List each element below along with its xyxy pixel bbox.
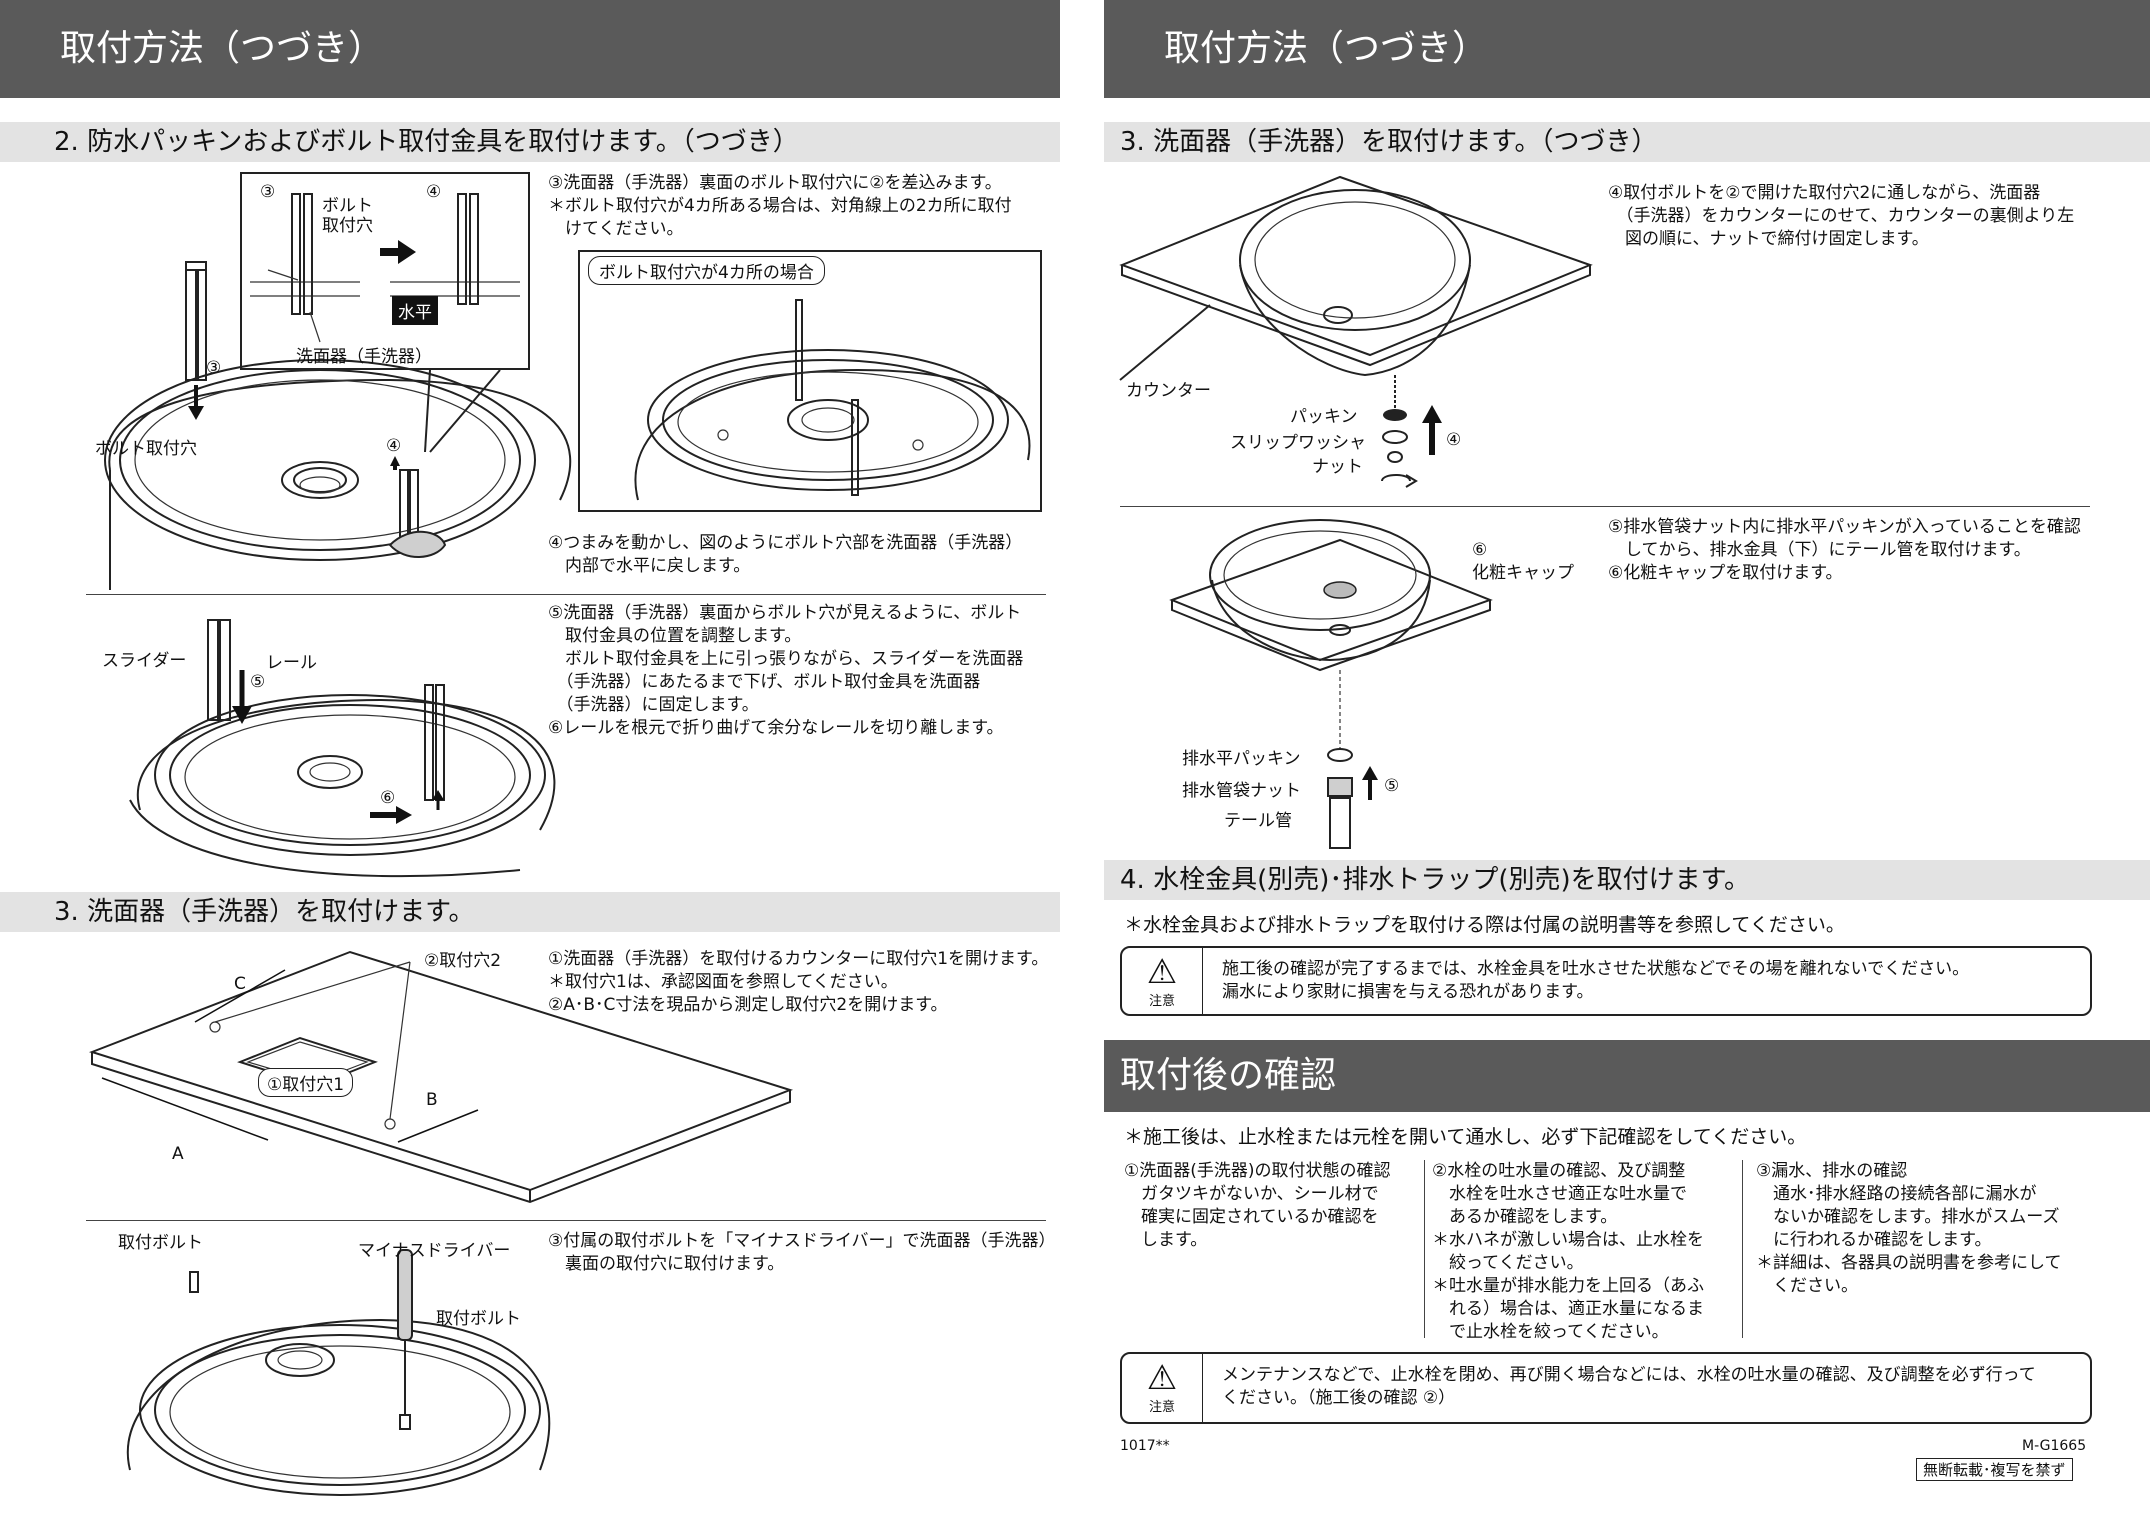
caution-box-1: ⚠ 注意 施工後の確認が完了するまでは、水栓金具を吐水させた状態などでその場を離れ… bbox=[1120, 946, 2092, 1016]
column-divider bbox=[1742, 1160, 1743, 1338]
slider-rail-illustration bbox=[129, 619, 556, 878]
check-banner: 取付後の確認 bbox=[1104, 1040, 2150, 1112]
bolt-detail-illustration bbox=[250, 193, 520, 453]
check-note: ＊施工後は、止水栓または元栓を開いて通水し、必ず下記確認をしてください。 bbox=[1124, 1126, 1807, 1148]
sec3-step12-text: ①洗面器（手洗器）を取付けるカウンターに取付穴1を開けます。 ＊取付穴1は、承認… bbox=[548, 949, 1049, 1015]
caution-box-2: ⚠ 注意 メンテナンスなどで、止水栓を閉め、再び開く場合などには、水栓の吐水量の確… bbox=[1120, 1352, 2092, 1424]
bolt-fitting-illustration bbox=[104, 261, 572, 590]
step4-text: ④取付ボルトを②で開けた取付穴2に通しながら、洗面器 （手洗器）をカウンターにの… bbox=[1608, 183, 2075, 249]
label-screwdriver: マイナスドライバー bbox=[358, 1241, 511, 1261]
warning-icon: ⚠ bbox=[1146, 1358, 1178, 1398]
right-page-title: 取付方法（つづき） bbox=[1104, 0, 2150, 98]
label-bolt-b: 取付ボルト bbox=[436, 1309, 521, 1329]
label-nut: ナット bbox=[1312, 457, 1363, 477]
caution-label: 注意 bbox=[1148, 1400, 1175, 1415]
check-col3: ③漏水、排水の確認 通水･排水経路の接続各部に漏水が ないか確認をします。排水が… bbox=[1756, 1161, 2062, 1296]
inset-4-holes bbox=[578, 250, 1042, 512]
warning-icon: ⚠ bbox=[1146, 952, 1178, 992]
bolt-detail-callout bbox=[240, 172, 530, 370]
left-section3-title: 3. 洗面器（手洗器）を取付けます。 bbox=[0, 892, 1060, 932]
label-num3a: ③ bbox=[260, 182, 276, 202]
label-num4: ④ bbox=[1446, 430, 1462, 450]
label-num4b: ④ bbox=[386, 436, 402, 456]
sec2-step4-text: ④つまみを動かし、図のようにボルト穴部を洗面器（手洗器） 内部で水平に戻します。 bbox=[548, 533, 1023, 576]
label-tail-pipe: テール管 bbox=[1224, 811, 1292, 831]
check-col2: ②水栓の吐水量の確認、及び調整 水栓を吐水させ適正な吐水量で あるか確認をします… bbox=[1432, 1161, 1704, 1342]
label-hole1: ①取付穴1 bbox=[258, 1068, 354, 1097]
inset-title: ボルト取付穴が4カ所の場合 bbox=[588, 256, 825, 285]
label-rail: レール bbox=[266, 653, 317, 673]
label-drain-nut: 排水管袋ナット bbox=[1182, 781, 1301, 801]
label-cap: 化粧キャップ bbox=[1472, 563, 1574, 583]
sec2-step56-text: ⑤洗面器（手洗器）裏面からボルト穴が見えるように、ボルト 取付金具の位置を調整し… bbox=[548, 603, 1024, 738]
label-slip-washer: スリップワッシャ bbox=[1230, 433, 1366, 453]
counter-holes-illustration bbox=[88, 950, 794, 1204]
label-num5: ⑤ bbox=[250, 672, 266, 692]
footer-code: M-G1665 bbox=[2022, 1438, 2087, 1454]
column-divider bbox=[1424, 1160, 1425, 1338]
screwdriver-bolt-illustration bbox=[127, 1249, 551, 1496]
caution-label: 注意 bbox=[1148, 994, 1175, 1009]
label-packing: パッキン bbox=[1290, 407, 1358, 427]
label-num6: ⑥ bbox=[380, 788, 396, 808]
divider bbox=[86, 594, 1046, 595]
divider bbox=[86, 1220, 1046, 1221]
step56-text: ⑤排水管袋ナット内に排水平パッキンが入っていることを確認 してから、排水金具（下… bbox=[1608, 517, 2081, 583]
section4-title: 4. 水栓金具(別売)･排水トラップ(別売)を取付けます。 bbox=[1104, 860, 2150, 900]
label-horizontal: 水平 bbox=[392, 296, 438, 325]
check-col1: ①洗面器(手洗器)の取付状態の確認 ガタツキがないか、シール材で 確実に固定され… bbox=[1124, 1161, 1391, 1250]
label-c: C bbox=[234, 974, 246, 994]
label-hole2: ②取付穴2 bbox=[424, 951, 502, 971]
sec3-step3-text: ③付属の取付ボルトを「マイナスドライバー」で洗面器（手洗器） 裏面の取付穴に取付… bbox=[548, 1231, 1056, 1274]
left-page-title: 取付方法（つづき） bbox=[0, 0, 1060, 98]
divider bbox=[1120, 506, 2090, 507]
label-a: A bbox=[172, 1144, 184, 1164]
sec2-step3-text: ③洗面器（手洗器）裏面のボルト取付穴に②を差込みます。 ＊ボルト取付穴が4カ所あ… bbox=[548, 173, 1012, 239]
label-counter: カウンター bbox=[1126, 381, 1211, 401]
label-num5: ⑤ bbox=[1384, 776, 1400, 796]
inset-basin-illustration bbox=[634, 299, 1031, 501]
label-num3b: ③ bbox=[206, 358, 222, 378]
label-num6: ⑥ bbox=[1472, 540, 1488, 560]
basin-drain-illustration bbox=[1169, 519, 1493, 849]
left-section2-title: 2. 防水パッキンおよびボルト取付金具を取付けます。（つづき） bbox=[0, 122, 1060, 162]
caution-text-1: 施工後の確認が完了するまでは、水栓金具を吐水させた状態などでその場を離れないでく… bbox=[1222, 959, 1970, 1002]
label-drain-packing: 排水平パッキン bbox=[1182, 749, 1301, 769]
basin-counter-nut-illustration bbox=[1119, 175, 1593, 488]
caution-text-2: メンテナンスなどで、止水栓を閉め、再び開く場合などには、水栓の吐水量の確認、及び… bbox=[1222, 1365, 2036, 1408]
label-bolt-a: 取付ボルト bbox=[118, 1233, 203, 1253]
label-bolt-hole-callout: ボルト 取付穴 bbox=[322, 196, 373, 236]
label-b: B bbox=[426, 1090, 438, 1110]
label-num4a: ④ bbox=[426, 182, 442, 202]
label-bolt-hole: ボルト取付穴 bbox=[95, 439, 197, 459]
label-slider: スライダー bbox=[102, 651, 187, 671]
footer-left: 1017** bbox=[1120, 1438, 1170, 1454]
label-basin-callout: 洗面器（手洗器） bbox=[296, 347, 432, 367]
right-section3-title: 3. 洗面器（手洗器）を取付けます。（つづき） bbox=[1104, 122, 2150, 162]
section4-note: ＊水栓金具および排水トラップを取付ける際は付属の説明書等を参照してください。 bbox=[1124, 914, 1845, 936]
footer-notice: 無断転載･複写を禁ず bbox=[1916, 1458, 2073, 1481]
